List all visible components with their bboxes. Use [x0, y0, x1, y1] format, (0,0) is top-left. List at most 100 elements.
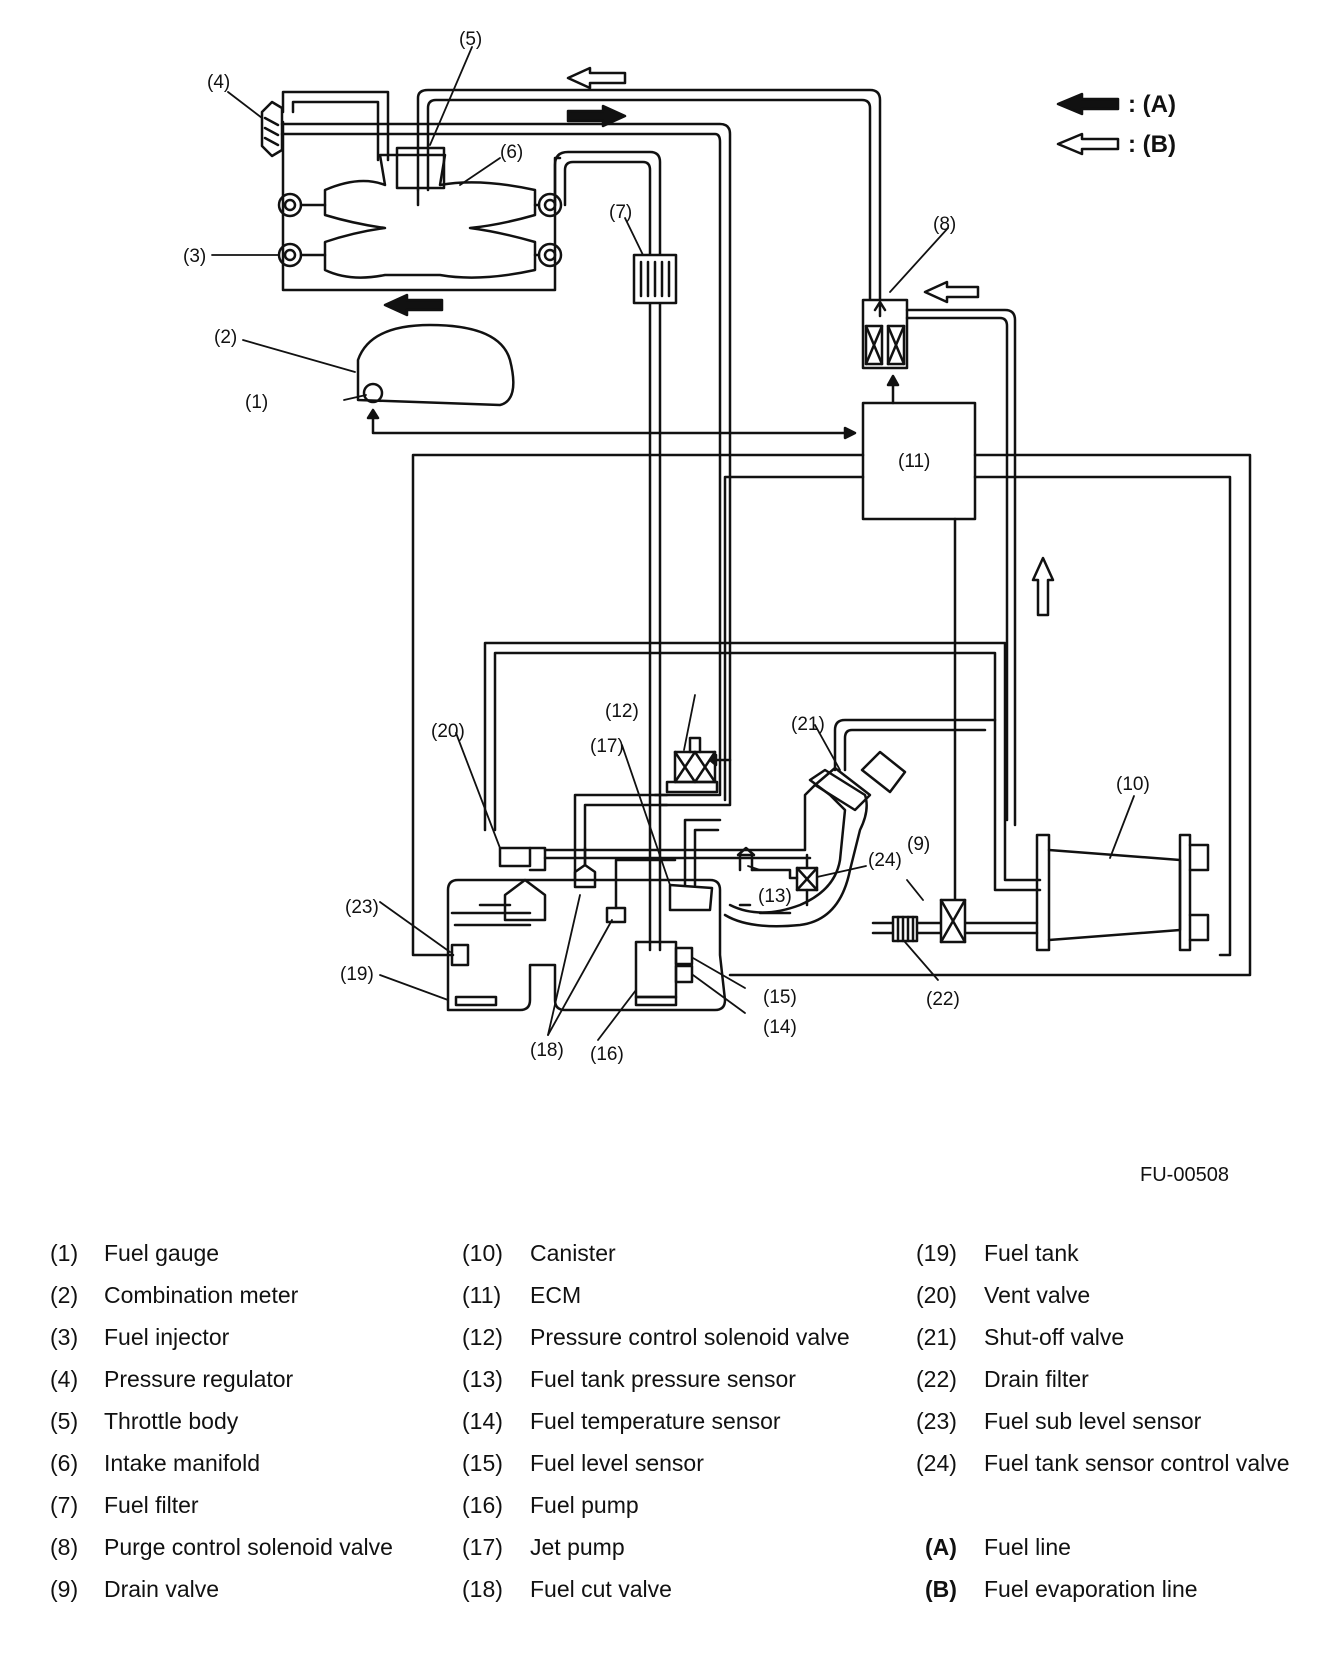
- callout-12: (12): [605, 701, 639, 722]
- wiring-harness: [411, 453, 1252, 977]
- figure-id: FU-00508: [1140, 1164, 1229, 1186]
- callout-7: (7): [609, 202, 632, 223]
- fuel-level-sensor: [674, 946, 694, 966]
- legend-label: Intake manifold: [104, 1450, 260, 1476]
- fuel-tank: [446, 878, 727, 1012]
- callout-5: (5): [459, 29, 482, 50]
- callout-6: (6): [500, 142, 523, 163]
- legend-label: Fuel level sensor: [530, 1450, 704, 1476]
- jet-pump: [668, 883, 714, 912]
- arrow-a-left: [383, 293, 444, 317]
- legend-num: (A): [925, 1534, 957, 1560]
- arrow-b-right: [923, 280, 980, 304]
- purge-control-solenoid-valve: [861, 298, 909, 370]
- legend-label: Fuel tank pressure sensor: [530, 1366, 796, 1392]
- fuel-tank-pressure-sensor: [736, 846, 756, 872]
- legend-label: Combination meter: [104, 1282, 299, 1308]
- arrow-a-top: [566, 104, 627, 128]
- callout-9: (9): [907, 834, 930, 855]
- legend-num: (19): [916, 1240, 957, 1266]
- legend-num: (1): [50, 1240, 79, 1266]
- legend-label: Canister: [530, 1240, 616, 1266]
- leader-lines: [211, 46, 1135, 1041]
- legend-label: Fuel evaporation line: [984, 1576, 1198, 1602]
- legend-label: Fuel line: [984, 1534, 1071, 1560]
- legend-label: Purge control solenoid valve: [104, 1534, 393, 1560]
- callout-22: (22): [926, 989, 960, 1010]
- throttle-body: [395, 146, 446, 207]
- legend-num: (23): [916, 1408, 957, 1434]
- legend-label: Pressure control solenoid valve: [530, 1324, 850, 1350]
- legend-label: Jet pump: [530, 1534, 625, 1560]
- callout-17: (17): [590, 736, 624, 757]
- fuel-temperature-sensor: [674, 964, 694, 984]
- callout-11: (11): [898, 451, 930, 472]
- legend-num: (20): [916, 1282, 957, 1308]
- pressure-control-solenoid-valve: [665, 736, 719, 794]
- legend-label: Pressure regulator: [104, 1366, 294, 1392]
- legend-label: Fuel gauge: [104, 1240, 220, 1266]
- fuel-injectors: [277, 192, 563, 268]
- legend-num: (21): [916, 1324, 957, 1350]
- intake-manifold: [323, 153, 537, 279]
- legend-num: (17): [462, 1534, 503, 1560]
- legend-label: Vent valve: [984, 1282, 1091, 1308]
- meter-signal-line: [371, 410, 855, 435]
- canister: [1035, 833, 1210, 952]
- callout-2: (2): [214, 327, 237, 348]
- callout-14: (14): [763, 1017, 797, 1038]
- legend-num: (7): [50, 1492, 79, 1518]
- legend-label: Shut-off valve: [984, 1324, 1125, 1350]
- fuel-filter: [632, 253, 678, 305]
- legend-num: (24): [916, 1450, 957, 1476]
- legend-num: (5): [50, 1408, 79, 1434]
- legend-num: (2): [50, 1282, 79, 1308]
- legend-num: (15): [462, 1450, 503, 1476]
- legend-label: Drain filter: [984, 1366, 1089, 1392]
- callout-13: (13): [758, 886, 792, 907]
- callout-3: (3): [183, 246, 206, 267]
- filler-neck: [723, 768, 868, 928]
- callout-19: (19): [340, 964, 374, 985]
- legend-label: Fuel temperature sensor: [530, 1408, 781, 1434]
- legend-label: Fuel filter: [104, 1492, 199, 1518]
- drain-valve: [939, 898, 967, 944]
- legend-label: Fuel tank: [984, 1240, 1079, 1266]
- legend-label: Throttle body: [104, 1408, 239, 1434]
- arrow-b-top: [566, 66, 627, 90]
- combination-meter: [356, 323, 515, 407]
- legend-num: (4): [50, 1366, 79, 1392]
- shut-off-valve: [813, 750, 907, 812]
- callout-23: (23): [345, 897, 379, 918]
- arrow-key-a: : (A): [1128, 91, 1176, 118]
- legend-num: (16): [462, 1492, 503, 1518]
- legend-num: (22): [916, 1366, 957, 1392]
- legend-num: (12): [462, 1324, 503, 1350]
- callout-20: (20): [431, 721, 465, 742]
- legend-num: (13): [462, 1366, 503, 1392]
- fuel-pump: [634, 940, 678, 999]
- legend-label: Drain valve: [104, 1576, 220, 1602]
- callout-labels: (1) (2) (3) (4) (5) (6) (7) (8) (9) (10)…: [183, 29, 1176, 1065]
- legend-label: Fuel sub level sensor: [984, 1408, 1202, 1434]
- callout-16: (16): [590, 1044, 624, 1065]
- callout-15: (15): [763, 987, 797, 1008]
- legend-num: (B): [925, 1576, 957, 1602]
- legend-label: ECM: [530, 1282, 582, 1308]
- ecm: [861, 401, 977, 521]
- legend-num: (10): [462, 1240, 503, 1266]
- legend-num: (6): [50, 1450, 79, 1476]
- legend-label: Fuel cut valve: [530, 1576, 672, 1602]
- callout-10: (10): [1116, 774, 1150, 795]
- arrow-b-up: [1031, 556, 1055, 617]
- return-line-to-tank: [280, 122, 732, 807]
- drain-filter: [891, 915, 919, 943]
- legend-label: Fuel injector: [104, 1324, 230, 1350]
- callout-8: (8): [933, 214, 956, 235]
- fuel-system-diagram: (1) (2) (3) (4) (5) (6) (7) (8) (9) (10)…: [183, 29, 1252, 1065]
- legend-num: (3): [50, 1324, 79, 1350]
- legend-label: Fuel pump: [530, 1492, 639, 1518]
- legend-label: Fuel tank sensor control valve: [984, 1450, 1290, 1476]
- legend-num: (9): [50, 1576, 79, 1602]
- callout-21: (21): [791, 714, 825, 735]
